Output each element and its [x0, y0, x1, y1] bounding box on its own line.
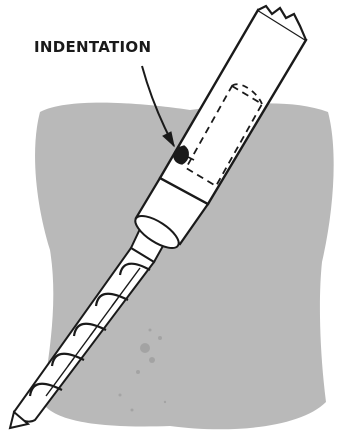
indentation-label: INDENTATION: [34, 38, 151, 56]
